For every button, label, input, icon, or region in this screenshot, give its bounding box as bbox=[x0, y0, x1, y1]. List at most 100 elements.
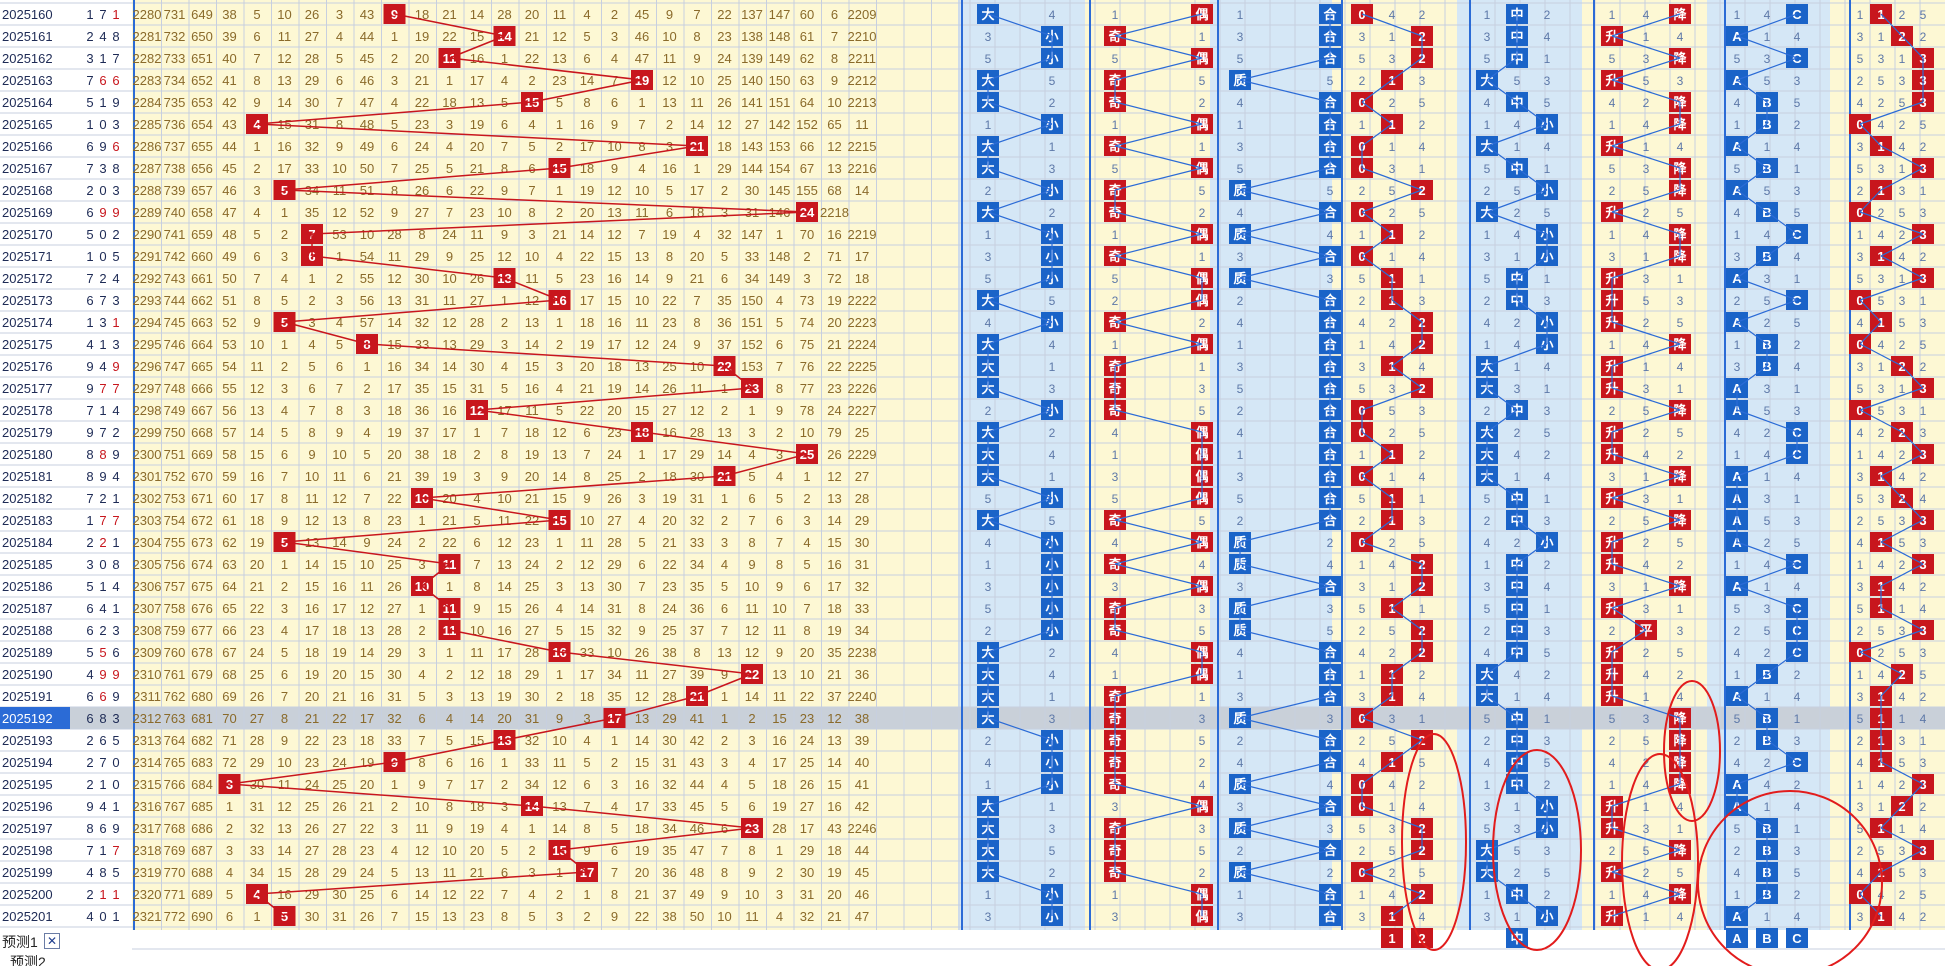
miss-m3: 2 bbox=[1359, 624, 1366, 638]
miss-count: 3 bbox=[776, 447, 783, 462]
miss-count: 5 bbox=[721, 579, 728, 594]
miss-count: 8 bbox=[253, 73, 260, 88]
miss-last: 2 bbox=[1920, 250, 1927, 264]
group-trend-line bbox=[1611, 13, 1681, 37]
miss-sz: 3 bbox=[1514, 822, 1521, 836]
miss-count: 5 bbox=[666, 183, 673, 198]
miss-count: 2316 bbox=[133, 799, 162, 814]
miss-count: 13 bbox=[360, 623, 374, 638]
miss-count: 6 bbox=[803, 579, 810, 594]
draw-digit: 4 bbox=[112, 579, 119, 594]
draw-digit: 1 bbox=[86, 117, 93, 132]
period-cell: 2025170 bbox=[2, 227, 53, 242]
miss-count: 47 bbox=[360, 95, 374, 110]
miss-count: 3 bbox=[391, 821, 398, 836]
miss-count: 43 bbox=[827, 821, 841, 836]
miss-m3: 1 bbox=[1389, 250, 1396, 264]
draw-digit: 6 bbox=[99, 73, 106, 88]
miss-count: 47 bbox=[855, 909, 869, 924]
forecast-row-1[interactable]: 预测1 ✕ bbox=[0, 931, 132, 951]
miss-count: 21 bbox=[360, 799, 374, 814]
miss-count: 153 bbox=[769, 139, 791, 154]
miss-count: 14 bbox=[415, 887, 429, 902]
miss-count: 2290 bbox=[133, 227, 162, 242]
miss-sz: 1 bbox=[1484, 338, 1491, 352]
miss-count: 9 bbox=[501, 227, 508, 242]
miss-last: 2 bbox=[1857, 734, 1864, 748]
miss-count: 10 bbox=[717, 909, 731, 924]
miss-oe: 2 bbox=[1199, 206, 1206, 220]
miss-m3: 1 bbox=[1389, 470, 1396, 484]
period-cell: 2025169 bbox=[2, 205, 53, 220]
miss-count: 1 bbox=[418, 601, 425, 616]
miss-count: 6 bbox=[281, 447, 288, 462]
miss-count: 9 bbox=[776, 645, 783, 660]
group-trend-line bbox=[1361, 387, 1423, 411]
miss-m3: 5 bbox=[1389, 404, 1396, 418]
miss-abc: 4 bbox=[1794, 250, 1801, 264]
miss-last: 5 bbox=[1899, 206, 1906, 220]
miss-last: 2 bbox=[1899, 228, 1906, 242]
miss-count: 34 bbox=[250, 865, 264, 880]
miss-abc: 5 bbox=[1764, 624, 1771, 638]
miss-count: 7 bbox=[391, 909, 398, 924]
miss-count: 755 bbox=[164, 535, 186, 550]
miss-count: 13 bbox=[552, 799, 566, 814]
miss-sz: 4 bbox=[1514, 668, 1521, 682]
trend-line bbox=[284, 299, 560, 323]
miss-abc: 5 bbox=[1764, 404, 1771, 418]
miss-last: 1 bbox=[1899, 382, 1906, 396]
draw-digit: 3 bbox=[99, 315, 106, 330]
miss-count: 11 bbox=[690, 95, 704, 110]
close-icon[interactable]: ✕ bbox=[44, 933, 60, 949]
draw-digit: 9 bbox=[99, 205, 106, 220]
draw-digit: 1 bbox=[99, 403, 106, 418]
miss-m3: 3 bbox=[1389, 52, 1396, 66]
miss-count: 26 bbox=[305, 821, 319, 836]
miss-sz: 1 bbox=[1484, 8, 1491, 22]
miss-count: 5 bbox=[721, 799, 728, 814]
miss-count: 12 bbox=[332, 491, 346, 506]
miss-count: 19 bbox=[580, 183, 594, 198]
hit-pc-label: 合 bbox=[1323, 755, 1337, 770]
miss-pc: 1 bbox=[1237, 8, 1244, 22]
miss-count: 1 bbox=[776, 843, 783, 858]
group-trend-line bbox=[1114, 497, 1203, 521]
miss-sz: 3 bbox=[1544, 404, 1551, 418]
miss-last: 3 bbox=[1899, 844, 1906, 858]
miss-count: 16 bbox=[662, 161, 676, 176]
miss-count: 4 bbox=[776, 293, 783, 308]
miss-abc: 4 bbox=[1794, 470, 1801, 484]
miss-count: 3 bbox=[556, 579, 563, 594]
miss-oe: 1 bbox=[1199, 250, 1206, 264]
miss-last: 2 bbox=[1920, 360, 1927, 374]
miss-count: 35 bbox=[827, 645, 841, 660]
miss-count: 3 bbox=[556, 359, 563, 374]
miss-count: 674 bbox=[191, 557, 213, 572]
miss-count: 30 bbox=[690, 469, 704, 484]
miss-count: 37 bbox=[662, 887, 676, 902]
forecast-row-2[interactable]: 预测2 bbox=[0, 951, 132, 966]
group-trend-line bbox=[1486, 475, 1518, 499]
miss-count: 28 bbox=[662, 689, 676, 704]
miss-count: 3 bbox=[611, 29, 618, 44]
miss-count: 26 bbox=[387, 579, 401, 594]
draw-digit: 4 bbox=[86, 337, 93, 352]
miss-sz: 3 bbox=[1514, 382, 1521, 396]
miss-count: 30 bbox=[800, 865, 814, 880]
draw-digit: 7 bbox=[99, 513, 106, 528]
trend-line bbox=[559, 827, 753, 851]
miss-count: 152 bbox=[741, 337, 763, 352]
miss-count: 12 bbox=[635, 689, 649, 704]
forecast-m3-cell[interactable] bbox=[1381, 928, 1403, 948]
miss-count: 31 bbox=[690, 491, 704, 506]
group-trend-line bbox=[1901, 35, 1924, 59]
miss-sz: 4 bbox=[1484, 646, 1491, 660]
miss-count: 5 bbox=[418, 689, 425, 704]
miss-count: 14 bbox=[277, 95, 291, 110]
hit-abc-label: C bbox=[1792, 755, 1802, 770]
miss-count: 1 bbox=[556, 315, 563, 330]
miss-sz: 1 bbox=[1544, 272, 1551, 286]
draw-digit: 1 bbox=[99, 579, 106, 594]
